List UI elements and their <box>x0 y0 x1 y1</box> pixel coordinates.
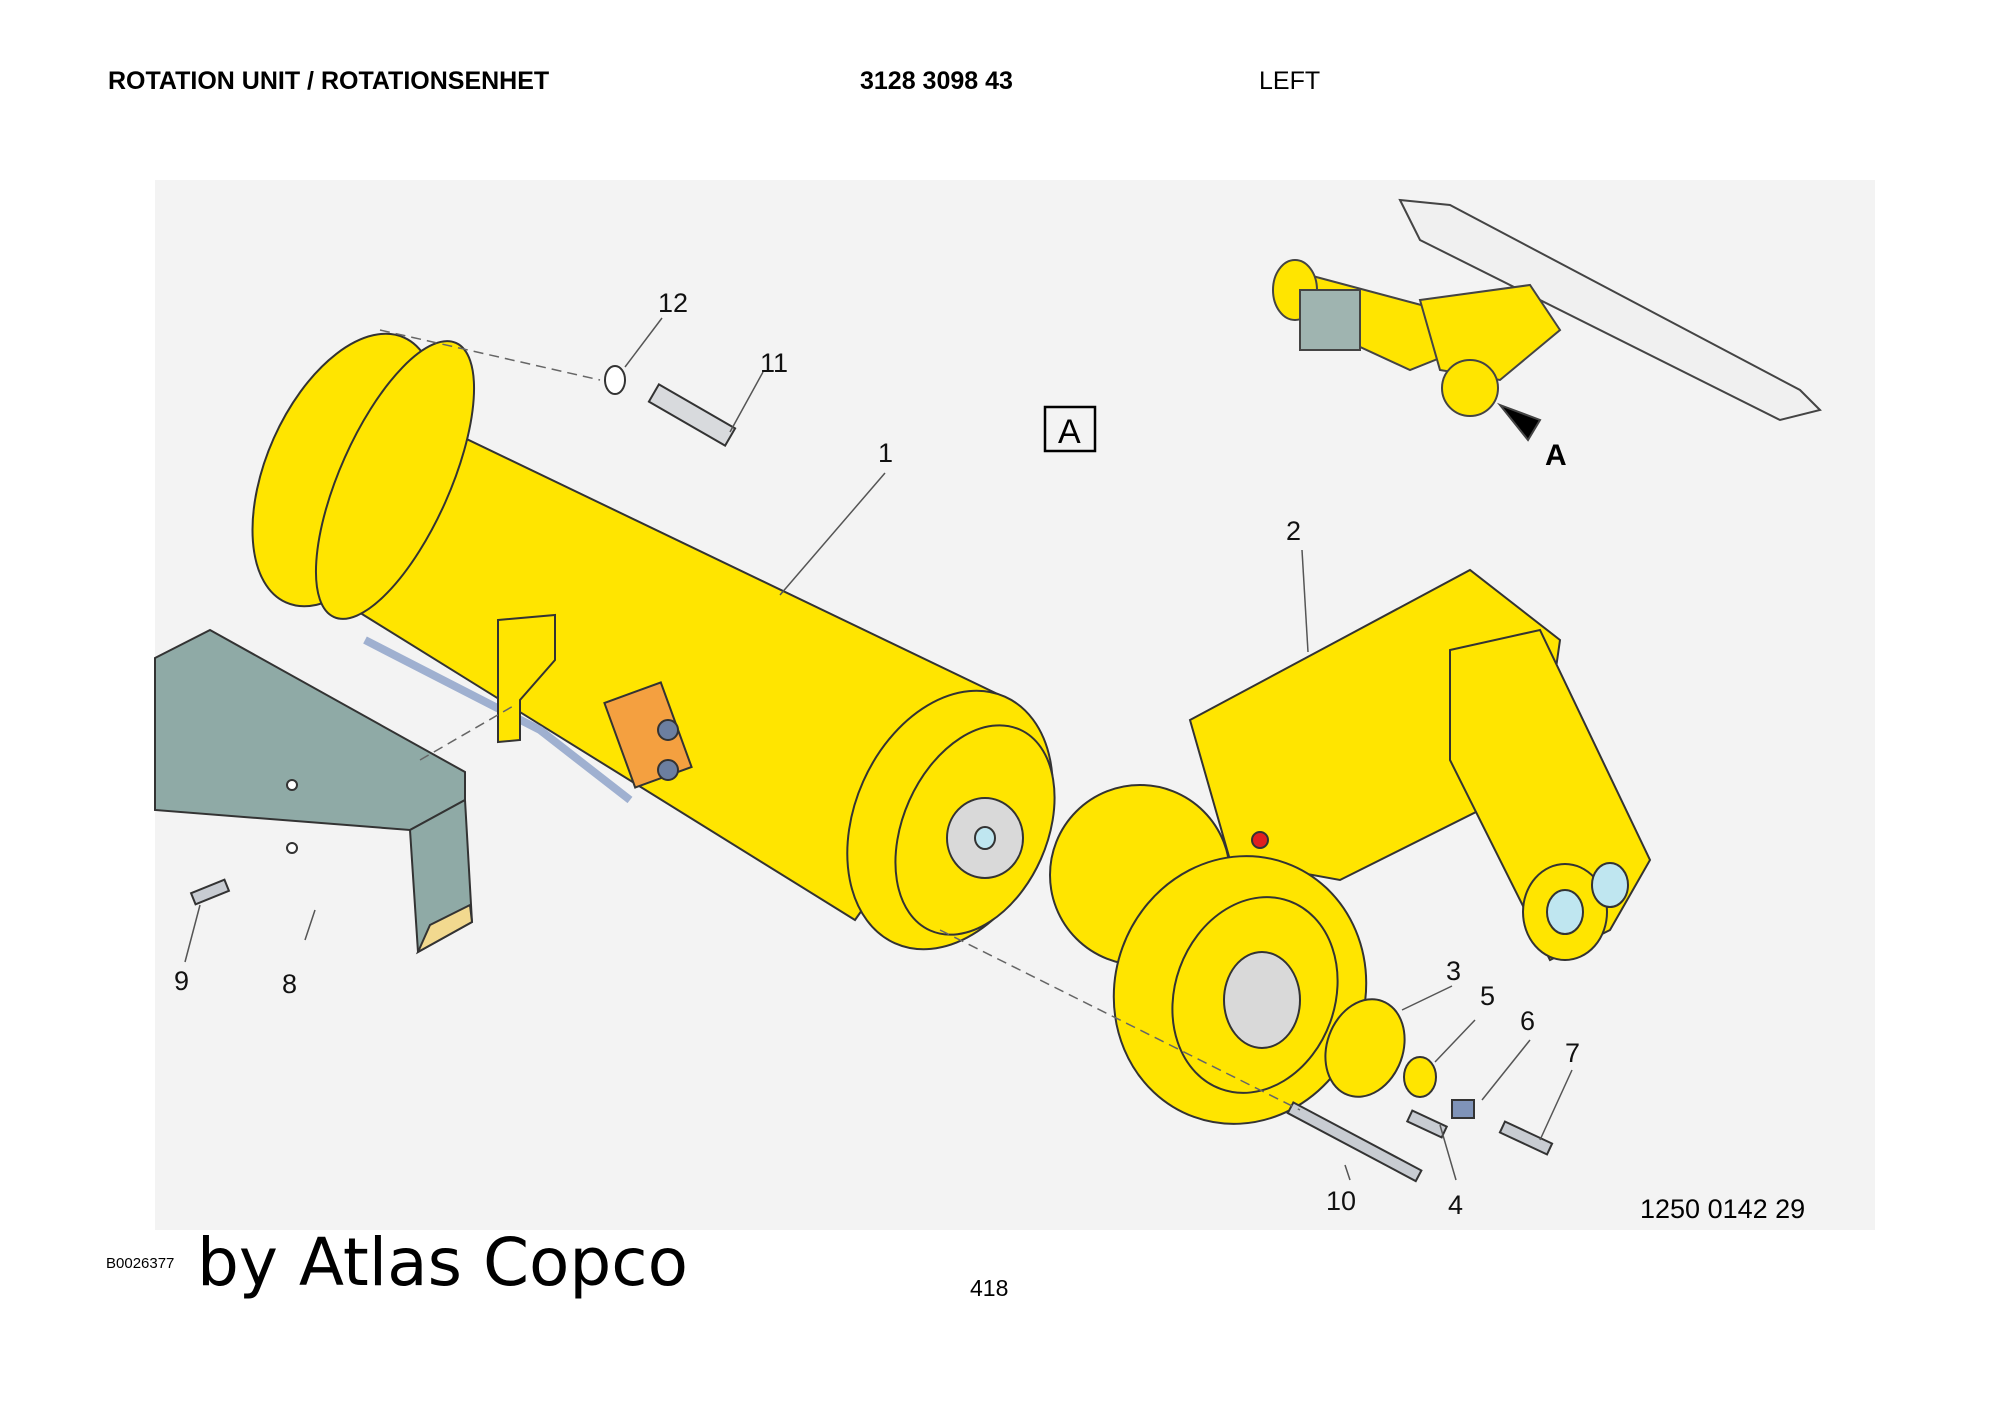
part-screw-4 <box>1405 1109 1449 1139</box>
part-screw-7 <box>1498 1120 1554 1156</box>
watermark: by Atlas Copco <box>197 1224 688 1301</box>
callout-5: 5 <box>1480 981 1495 1011</box>
part-cylinder <box>251 332 1056 951</box>
leader-lines <box>184 317 1573 1181</box>
callout-8: 8 <box>282 969 297 999</box>
callout-4: 4 <box>1448 1190 1463 1220</box>
part-screw-11-washer-12 <box>604 365 737 448</box>
figure-id: B0026377 <box>106 1255 175 1272</box>
part-number: 3128 3098 43 <box>860 67 1013 95</box>
dashed-axis-lines <box>379 329 1301 1111</box>
view-label: A <box>1058 413 1081 451</box>
side-label: LEFT <box>1259 67 1321 95</box>
page-title: ROTATION UNIT / ROTATIONSENHET <box>108 67 550 95</box>
callout-3: 3 <box>1446 956 1461 986</box>
callout-11: 11 <box>760 348 788 378</box>
callout-6: 6 <box>1520 1006 1535 1036</box>
callout-9: 9 <box>174 966 189 996</box>
part-bolt-10 <box>1286 1101 1423 1183</box>
part-valve-block <box>363 613 693 804</box>
drawing-code: 1250 0142 29 <box>1640 1194 1806 1224</box>
view-label-box <box>1043 405 1097 453</box>
callout-10: 10 <box>1326 1186 1356 1216</box>
callout-12: 12 <box>658 288 688 318</box>
callout-1: 1 <box>878 438 893 468</box>
overview-arrow-label: A <box>1545 439 1567 472</box>
callout-7: 7 <box>1565 1038 1580 1068</box>
part-cover-plate <box>154 628 474 955</box>
part-rotation-housing <box>1049 568 1652 1125</box>
callout-2: 2 <box>1286 516 1301 546</box>
part-small-components <box>1286 998 1554 1183</box>
part-plug-6 <box>1451 1099 1475 1119</box>
part-screw-9 <box>189 878 231 906</box>
part-washer-3 <box>1324 998 1406 1098</box>
overview-inset <box>1272 198 1822 442</box>
page-number: 418 <box>970 1275 1009 1301</box>
part-ring-5 <box>1403 1056 1437 1098</box>
